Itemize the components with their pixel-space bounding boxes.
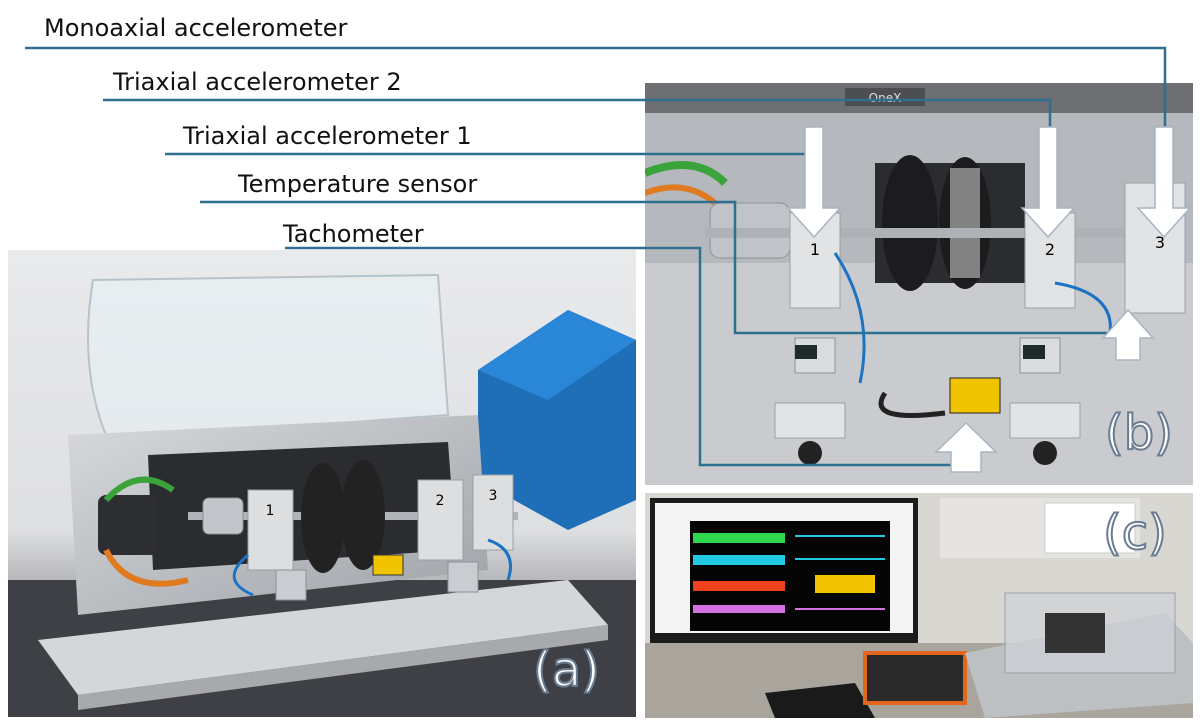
bearing-number-3: 3	[489, 488, 498, 504]
panel-label-c: (c)	[1102, 504, 1168, 562]
bearing-number-1: 1	[266, 503, 275, 519]
panel-label-a: (a)	[532, 641, 601, 699]
photo-panel-a: 1 2 3 (a)	[8, 250, 636, 717]
device-brand: OneX	[869, 91, 902, 105]
label-triaxial-accelerometer-1: Triaxial accelerometer 1	[183, 122, 472, 150]
label-temperature-sensor: Temperature sensor	[238, 170, 478, 198]
bearing-number-b2: 2	[1045, 240, 1055, 259]
bearing-number-b1: 1	[810, 240, 820, 259]
label-tachometer: Tachometer	[283, 220, 424, 248]
lab-setup-illustration	[645, 493, 1193, 718]
photo-panel-c: (c)	[645, 493, 1193, 718]
label-monoaxial-accelerometer: Monoaxial accelerometer	[44, 14, 348, 42]
photo-panel-b: OneX 1 2 3 (b)	[645, 83, 1193, 485]
bearing-number-b3: 3	[1155, 233, 1165, 252]
label-triaxial-accelerometer-2: Triaxial accelerometer 2	[113, 68, 402, 96]
bearing-number-2: 2	[436, 493, 445, 509]
panel-label-b: (b)	[1104, 404, 1174, 462]
